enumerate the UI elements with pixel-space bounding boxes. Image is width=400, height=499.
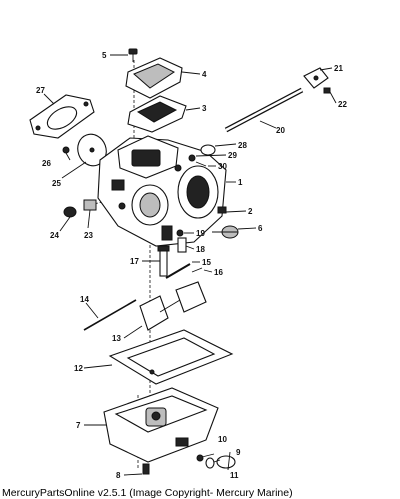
part-23-jet xyxy=(83,199,97,211)
leader-lines xyxy=(43,54,337,476)
callout-15: 15 xyxy=(202,258,211,267)
callout-3: 3 xyxy=(202,104,207,113)
callout-19: 19 xyxy=(196,229,205,238)
part-1-carburetor-body xyxy=(97,135,227,247)
callout-20: 20 xyxy=(276,126,285,135)
callout-14: 14 xyxy=(80,295,89,304)
part-21-lever xyxy=(303,67,329,89)
callout-2: 2 xyxy=(248,207,253,216)
part-3-gasket xyxy=(127,95,187,133)
callout-11: 11 xyxy=(230,471,239,480)
part-10-washer xyxy=(196,454,204,462)
callout-23: 23 xyxy=(84,231,93,240)
part-24-nut xyxy=(63,206,77,218)
callout-1: 1 xyxy=(238,178,243,187)
callout-labels: 1 2 3 4 5 6 7 8 9 10 11 12 13 14 15 16 1… xyxy=(36,51,347,480)
callout-22: 22 xyxy=(338,100,347,109)
callout-8: 8 xyxy=(116,471,121,480)
part-29-washer xyxy=(188,154,196,162)
part-22-screw xyxy=(323,87,331,94)
callout-17: 17 xyxy=(130,257,139,266)
part-30-spring xyxy=(195,161,207,167)
callout-9: 9 xyxy=(236,448,241,457)
part-20-throttle-shaft xyxy=(224,87,304,133)
part-17-emulsion-tube xyxy=(157,245,170,277)
part-16-clip xyxy=(191,267,203,273)
part-12-bowl-gasket xyxy=(108,329,234,385)
callout-18: 18 xyxy=(196,245,205,254)
part-9-plug xyxy=(216,455,236,469)
callout-6: 6 xyxy=(258,224,263,233)
part-26-screw xyxy=(62,146,70,154)
callout-13: 13 xyxy=(112,334,121,343)
callout-12: 12 xyxy=(74,364,83,373)
callout-24: 24 xyxy=(50,231,59,240)
callout-27: 27 xyxy=(36,86,45,95)
part-28-fitting xyxy=(200,144,216,156)
callout-16: 16 xyxy=(214,268,223,277)
part-19-jet xyxy=(176,229,184,237)
part-8-drain-screw xyxy=(142,463,150,475)
copyright-footer: MercuryPartsOnline v2.5.1 (Image Copyrig… xyxy=(2,487,293,499)
part-5-screw xyxy=(128,48,138,62)
part-27-flange-gasket xyxy=(29,94,95,139)
part-7-float-bowl xyxy=(103,387,219,463)
callout-28: 28 xyxy=(238,141,247,150)
callout-4: 4 xyxy=(202,70,207,79)
callout-25: 25 xyxy=(52,179,61,188)
part-18-jet xyxy=(177,237,187,253)
callout-30: 30 xyxy=(218,162,227,171)
part-25-diaphragm xyxy=(77,133,107,167)
callout-29: 29 xyxy=(228,151,237,160)
callout-26: 26 xyxy=(42,159,51,168)
callout-21: 21 xyxy=(334,64,343,73)
part-13-float xyxy=(139,281,207,331)
callout-7: 7 xyxy=(76,421,81,430)
part-2-screw xyxy=(217,206,227,214)
part-11-gasket xyxy=(205,457,215,469)
callout-10: 10 xyxy=(218,435,227,444)
part-6-needle-valve xyxy=(212,225,239,239)
callout-5: 5 xyxy=(102,51,107,60)
part-14-needle xyxy=(83,299,137,331)
part-4-cover xyxy=(125,57,183,99)
part-15-pin xyxy=(165,263,191,279)
